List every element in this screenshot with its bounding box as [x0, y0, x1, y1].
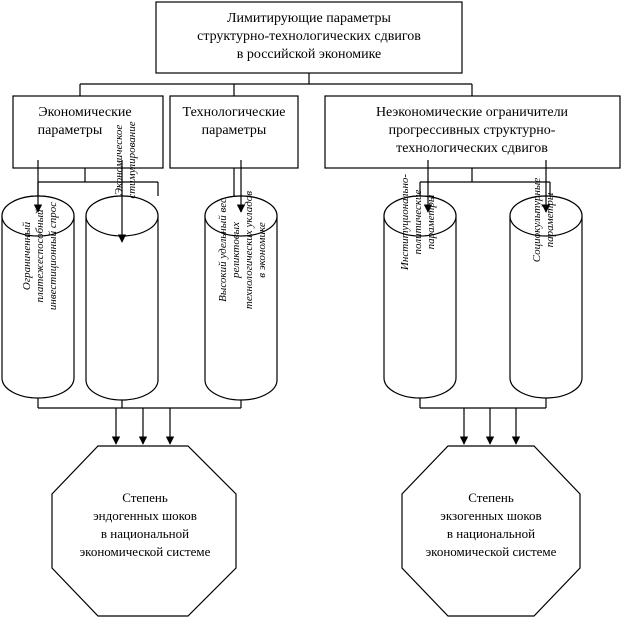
cylinder-5: Социокультурные параметры	[509, 178, 583, 399]
category-noneconomic: Неэкономические ограничители прогрессивн…	[324, 95, 621, 169]
cylinder-2-line-1: Экономическое	[113, 125, 125, 196]
category-economic-line-2: параметры	[38, 123, 103, 138]
cylinder-1: Ограниченный платежеспособный инвестицио…	[1, 195, 75, 399]
category-noneconomic-line-3: технологических сдвигов	[396, 141, 548, 156]
cylinder-1-line-3: инвестиционный спрос	[47, 202, 59, 310]
outcome-endogenous: Степень эндогенных шоков в национальной …	[51, 445, 237, 617]
cylinder-4: Институционально- политические параметры	[383, 174, 457, 399]
outcome-exogenous-line-3: в национальной	[447, 526, 535, 541]
cylinder-1-line-2: платежеспособный	[34, 209, 46, 303]
bottom-connectors	[37, 398, 547, 445]
cylinder-3-line-2: реликтовых	[230, 222, 242, 279]
top-box-line-1: Лимитирующие параметры	[227, 11, 391, 26]
cylinder-4-line-1: Институционально-	[399, 174, 411, 271]
category-economic: Экономические параметры	[12, 95, 164, 169]
cylinder-3-line-1: Высокий удельный вес	[217, 198, 229, 302]
top-box-line-3: в российской экономике	[237, 47, 382, 62]
top-box-line-2: структурно-технологических сдвигов	[197, 29, 421, 44]
cylinder-4-line-2: политические	[412, 189, 424, 254]
cylinder-3-line-3: технологических укладов	[243, 191, 255, 309]
outcome-exogenous: Степень экзогенных шоков в национальной …	[401, 445, 581, 617]
mid-connectors	[37, 168, 551, 196]
inner-arrows	[33, 160, 551, 243]
top-box: Лимитирующие параметры структурно-технол…	[155, 1, 463, 74]
outcome-endogenous-line-1: Степень	[122, 490, 168, 505]
category-technological-line-1: Технологические	[183, 105, 286, 120]
cylinder-3: Высокий удельный вес реликтовых технолог…	[204, 191, 278, 401]
outcome-exogenous-line-2: экзогенных шоков	[440, 508, 541, 523]
category-technological-line-2: параметры	[202, 123, 267, 138]
top-connectors	[79, 73, 473, 96]
outcome-endogenous-line-3: в национальной	[101, 526, 189, 541]
cylinder-4-line-3: параметры	[425, 194, 437, 249]
category-economic-line-1: Экономические	[38, 105, 131, 120]
category-noneconomic-line-2: прогрессивных структурно-	[389, 123, 556, 138]
cylinder-1-line-1: Ограниченный	[21, 221, 33, 290]
cylinder-5-line-1: Социокультурные	[531, 178, 543, 263]
category-technological: Технологические параметры	[169, 95, 299, 169]
cylinder-2-line-2: стимулирование	[126, 121, 138, 198]
outcome-endogenous-line-2: эндогенных шоков	[93, 508, 197, 523]
cylinder-3-line-4: в экономике	[256, 222, 268, 278]
category-noneconomic-line-1: Неэкономические ограничители	[376, 105, 569, 120]
outcome-endogenous-line-4: экономической системе	[80, 544, 211, 559]
outcome-exogenous-line-1: Степень	[468, 490, 514, 505]
outcome-exogenous-line-4: экономической системе	[426, 544, 557, 559]
